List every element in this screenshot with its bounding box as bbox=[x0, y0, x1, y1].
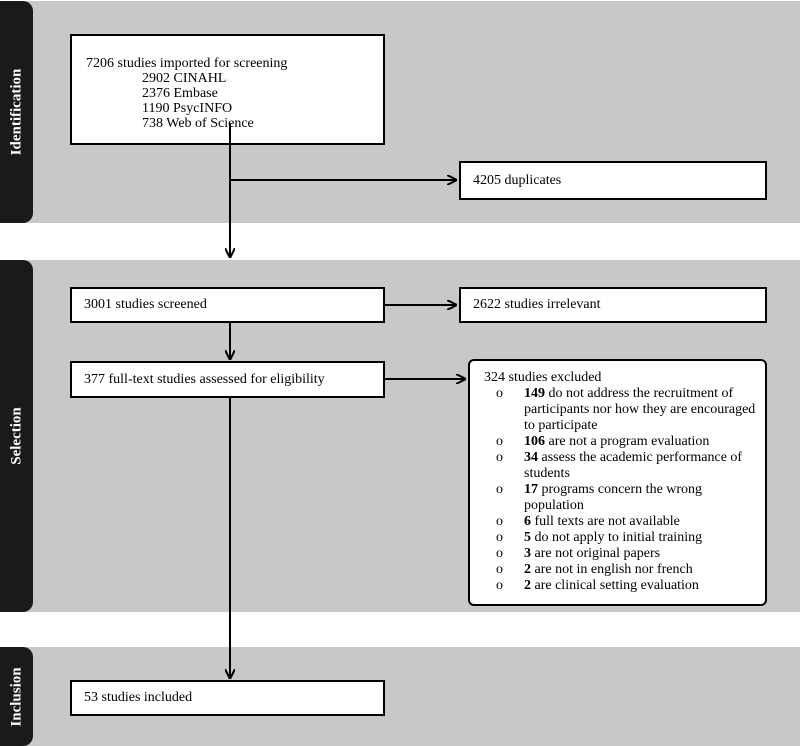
bullet-icon: o bbox=[496, 514, 503, 529]
bullet-icon: o bbox=[496, 578, 503, 593]
reason-count: 2 bbox=[524, 562, 531, 577]
duplicates-box: 4205 duplicates bbox=[459, 161, 767, 200]
irrelevant-box: 2622 studies irrelevant bbox=[459, 287, 767, 323]
bullet-icon: o bbox=[496, 450, 503, 465]
exclusion-reason: o 3 are not original papers bbox=[484, 546, 757, 562]
reason-count: 106 bbox=[524, 434, 545, 449]
included-text: 53 studies included bbox=[84, 690, 193, 705]
screened-text: 3001 studies screened bbox=[84, 297, 207, 312]
exclusion-reason: o 2 are clinical setting evaluation bbox=[484, 578, 757, 594]
reason-text: assess the academic performance of stude… bbox=[524, 450, 743, 481]
exclusion-reason: o 5 do not apply to initial training bbox=[484, 530, 757, 546]
source-psycinfo: 1190 PsycINFO bbox=[142, 101, 233, 116]
reason-count: 3 bbox=[524, 546, 531, 561]
identification-label: Identification bbox=[0, 1, 33, 223]
exclusion-reason: o 17 programs concern the wrong populatio… bbox=[484, 482, 757, 514]
reason-text: are not a program evaluation bbox=[545, 434, 710, 449]
excluded-title: 324 studies excluded bbox=[484, 370, 602, 385]
exclusion-reason: o 149 do not address the recruitment of p… bbox=[484, 386, 757, 434]
excluded-box: 324 studies excluded o 149 do not address… bbox=[468, 359, 767, 606]
reason-count: 149 bbox=[524, 386, 545, 401]
irrelevant-text: 2622 studies irrelevant bbox=[473, 297, 601, 312]
reason-count: 17 bbox=[524, 482, 538, 497]
exclusion-reason: o 34 assess the academic performance of s… bbox=[484, 450, 757, 482]
reason-count: 6 bbox=[524, 514, 531, 529]
reason-count: 34 bbox=[524, 450, 538, 465]
reason-text: do not apply to initial training bbox=[531, 530, 703, 545]
fulltext-box: 377 full-text studies assessed for eligi… bbox=[70, 361, 385, 398]
inclusion-label-text: Inclusion bbox=[8, 666, 24, 727]
included-box: 53 studies included bbox=[70, 680, 385, 716]
bullet-icon: o bbox=[496, 434, 503, 449]
reason-count: 5 bbox=[524, 530, 531, 545]
exclusion-reason: o 6 full texts are not available bbox=[484, 514, 757, 530]
source-web-of-science: 738 Web of Science bbox=[142, 116, 254, 131]
bullet-icon: o bbox=[496, 546, 503, 561]
exclusion-reason: o 106 are not a program evaluation bbox=[484, 434, 757, 450]
bullet-icon: o bbox=[496, 482, 503, 497]
selection-label-text: Selection bbox=[8, 407, 24, 465]
identification-label-text: Identification bbox=[8, 68, 24, 156]
reason-text: are clinical setting evaluation bbox=[531, 578, 699, 593]
reason-count: 2 bbox=[524, 578, 531, 593]
exclusion-reason: o 2 are not in english nor french bbox=[484, 562, 757, 578]
inclusion-label: Inclusion bbox=[0, 647, 33, 746]
reason-text: are not in english nor french bbox=[531, 562, 693, 577]
selection-label: Selection bbox=[0, 260, 33, 612]
source-embase: 2376 Embase bbox=[142, 86, 218, 101]
bullet-icon: o bbox=[496, 562, 503, 577]
screened-box: 3001 studies screened bbox=[70, 287, 385, 323]
reason-text: do not address the recruitment of partic… bbox=[524, 386, 756, 433]
bullet-icon: o bbox=[496, 530, 503, 545]
fulltext-text: 377 full-text studies assessed for eligi… bbox=[84, 371, 325, 387]
imported-box: 7206 studies imported for screening 2902… bbox=[70, 34, 385, 145]
reason-text: programs concern the wrong population bbox=[524, 482, 703, 513]
duplicates-text: 4205 duplicates bbox=[473, 172, 562, 188]
exclusion-reasons-list: o 149 do not address the recruitment of p… bbox=[484, 386, 757, 594]
imported-title: 7206 studies imported for screening bbox=[86, 56, 288, 71]
reason-text: are not original papers bbox=[531, 546, 661, 561]
bullet-icon: o bbox=[496, 386, 503, 401]
source-cinahl: 2902 CINAHL bbox=[142, 71, 227, 86]
reason-text: full texts are not available bbox=[531, 514, 680, 529]
